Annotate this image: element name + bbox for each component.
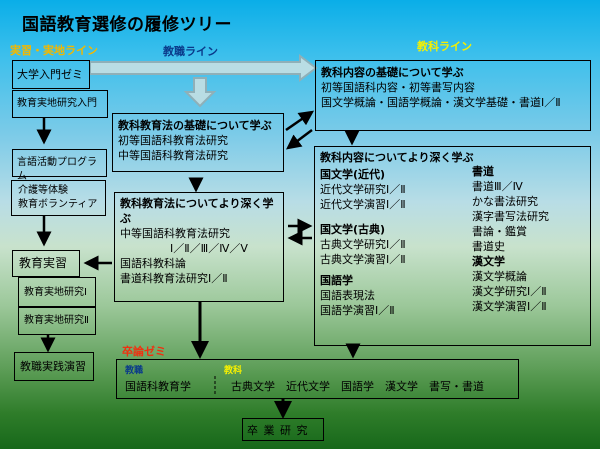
label: 大学入門ゼミ	[17, 68, 83, 81]
course: 初等国語科教育法研究	[118, 134, 228, 147]
heading: 教科内容の基礎について学ぶ	[321, 66, 464, 79]
heading: 教科内容についてより深く学ぶ	[320, 151, 474, 164]
course: 漢文学概論	[472, 270, 527, 283]
group-heading: 国文学(古典)	[320, 223, 386, 236]
seminar-kyoka-items: 古典文学 近代文学 国語学 漢文学 書写・書道	[231, 380, 484, 393]
heading: 教科教育法の基礎について学ぶ	[118, 119, 272, 132]
box-naiyo-fukaku: 教科内容についてより深く学ぶ 国文学(近代) 近代文学研究Ⅰ／Ⅱ 近代文学演習Ⅰ…	[314, 146, 591, 346]
lane-label-sotsuron: 卒論ゼミ	[122, 345, 166, 358]
arrow-kiso-to-naiyo	[285, 110, 315, 132]
course: かな書法研究	[472, 195, 538, 208]
box-jicchi-kenkyu-nyumon: 教育実地研究入門	[12, 90, 108, 118]
column-kokubungaku: 国文学(近代) 近代文学研究Ⅰ／Ⅱ 近代文学演習Ⅰ／Ⅱ 国文学(古典) 古典文学…	[320, 167, 460, 318]
course: 国語科教科論	[120, 257, 186, 270]
course: 書道Ⅲ／Ⅳ	[472, 180, 523, 193]
heading: 教科教育法についてより深く学ぶ	[120, 197, 274, 225]
arrow-naiyo-to-kiso	[286, 129, 313, 150]
course: 書道史	[472, 240, 505, 253]
group-heading: 漢文学	[472, 255, 505, 268]
lane-label-jisshu: 実習・実地ライン	[10, 44, 98, 57]
course: 国語学演習Ⅰ／Ⅱ	[320, 304, 395, 317]
box-kaigo: 介護等体験 教育ボランティア	[11, 180, 106, 216]
course: 中等国語科教育法研究	[118, 149, 228, 162]
course: 古典文学研究Ⅰ／Ⅱ	[320, 238, 406, 251]
course: 初等国語科内容・初等書写内容	[321, 81, 475, 94]
course: 漢文学演習Ⅰ／Ⅱ	[472, 300, 547, 313]
column-shodo-kanbun: 書道 書道Ⅲ／Ⅳ かな書法研究 漢字書写法研究 書論・鑑賞 書道史 漢文学 漢文…	[472, 164, 587, 314]
seminar-kyoka-label: 教科	[224, 366, 243, 376]
label: 教職実践演習	[20, 360, 86, 373]
page-title: 国語教育選修の履修ツリー	[22, 15, 232, 35]
course: 漢字書写法研究	[472, 210, 549, 223]
box-naiyo-kiso: 教科内容の基礎について学ぶ 初等国語科内容・初等書写内容 国文学概論・国語学概論…	[315, 60, 591, 131]
box-seminar: 教職 国語科教育学 教科 古典文学 近代文学 国語学 漢文学 書写・書道	[116, 359, 519, 399]
group-heading: 国語学	[320, 274, 353, 287]
course-numbers: Ⅰ／Ⅱ／Ⅲ／Ⅳ／Ⅴ	[170, 242, 248, 255]
kyoshoku-down-arrow	[183, 77, 217, 108]
label: 介護等体験	[18, 185, 68, 196]
course: 近代文学研究Ⅰ／Ⅱ	[320, 183, 406, 196]
course: 近代文学演習Ⅰ／Ⅱ	[320, 198, 406, 211]
course: 古典文学演習Ⅰ／Ⅱ	[320, 253, 406, 266]
group-heading: 国文学(近代)	[320, 168, 386, 181]
seminar-kyoshoku-label: 教職	[125, 366, 144, 376]
course: 中等国語科教育法研究	[120, 227, 230, 240]
box-sotsugyo-kenkyu: 卒 業 研 究	[242, 418, 324, 441]
box-daigaku-nyumon: 大学入門ゼミ	[12, 60, 90, 89]
box-gengo-katsudo: 言語活動プログラム	[12, 149, 107, 182]
label: 教育実習	[19, 256, 68, 270]
label: 言語活動プログラム	[17, 157, 97, 182]
label: 教育実地研究入門	[17, 98, 97, 109]
label: 教育ボランティア	[18, 199, 98, 210]
label: 卒 業 研 究	[247, 424, 309, 437]
label: 教育実地研究Ⅱ	[24, 315, 89, 326]
box-kyoka-kiso: 教科教育法の基礎について学ぶ 初等国語科教育法研究 中等国語科教育法研究	[112, 113, 284, 172]
seminar-kyoshoku-item: 国語科教育学	[125, 380, 191, 393]
box-kyoiku-jisshu: 教育実習	[12, 250, 80, 277]
box-kyoshoku-jissen: 教職実践演習	[14, 352, 94, 381]
box-jicchi-kenkyu-1: 教育実地研究Ⅰ	[18, 277, 96, 308]
course: 書道科教育法研究Ⅰ／Ⅱ	[120, 272, 228, 285]
group-heading: 書道	[472, 165, 494, 178]
lane-label-kyoshoku: 教職ライン	[163, 45, 218, 58]
kyoshoku-line-arrow	[89, 54, 318, 82]
course: 書論・鑑賞	[472, 225, 527, 238]
course: 国語表現法	[320, 289, 375, 302]
course: 漢文学研究Ⅰ／Ⅱ	[472, 285, 547, 298]
box-kyoka-fukaku: 教科教育法についてより深く学ぶ 中等国語科教育法研究 Ⅰ／Ⅱ／Ⅲ／Ⅳ／Ⅴ 国語科…	[114, 192, 284, 302]
box-jicchi-kenkyu-2: 教育実地研究Ⅱ	[18, 306, 96, 335]
course: 国文学概論・国語学概論・漢文学基礎・書道Ⅰ／Ⅱ	[321, 96, 561, 109]
lane-label-kyoka: 教科ライン	[417, 40, 472, 53]
label: 教育実地研究Ⅰ	[24, 287, 87, 298]
